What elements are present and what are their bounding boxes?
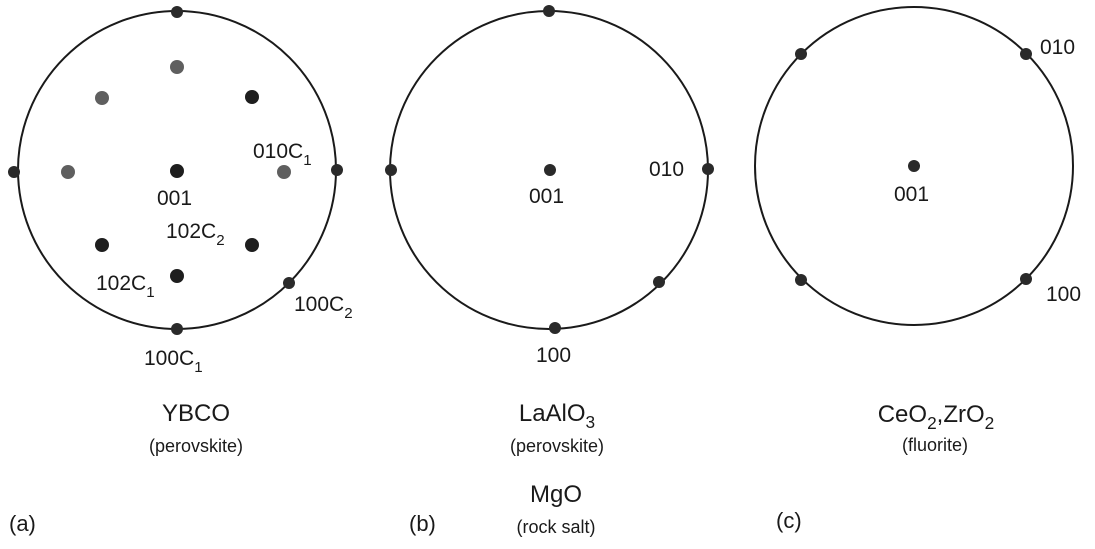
pole-dot-top-b: [543, 5, 555, 17]
dark-dot-upper-right-a: [245, 90, 259, 104]
pole-label-010c1-a: 010C1: [253, 140, 312, 169]
panel-b: 001 010 100 LaAlO3 (perovskite) MgO (roc…: [385, 5, 714, 537]
panel-label-a: (a): [9, 511, 36, 536]
pole-dot-left-b: [385, 164, 397, 176]
pole-dot-lower-right-b: [653, 276, 665, 288]
pole-dot-lower-left-c: [795, 274, 807, 286]
structure-label-a: (perovskite): [149, 436, 243, 456]
panel-label-c: (c): [776, 508, 802, 533]
dark-dot-center-a: [170, 164, 184, 178]
pole-dot-top-a: [171, 6, 183, 18]
pole-label-102c1-a: 102C1: [96, 272, 155, 301]
pole-dot-left-a: [8, 166, 20, 178]
pole-dot-010c1-a: [331, 164, 343, 176]
dark-dot-102c2-a: [245, 238, 259, 252]
pole-label-010-b: 010: [649, 158, 684, 181]
pole-label-001-a: 001: [157, 187, 192, 210]
panel-label-b: (b): [409, 511, 436, 536]
pole-dot-010-c: [1020, 48, 1032, 60]
pole-dot-010-b: [702, 163, 714, 175]
material-label-a: YBCO: [162, 400, 230, 427]
pole-label-102c2-a: 102C2: [166, 220, 225, 249]
pole-label-100-c: 100: [1046, 283, 1081, 306]
structure2-label-b: (rock salt): [516, 517, 595, 537]
pole-label-100c1-a: 100C1: [144, 347, 203, 376]
panel-c: 001 010 100 CeO2,ZrO2 (fluorite) (c): [754, 6, 1081, 533]
grey-dot-left-a: [61, 165, 75, 179]
pole-label-010-c: 010: [1040, 36, 1075, 59]
material-label-c: CeO2,ZrO2: [878, 401, 995, 433]
dark-dot-lower-left-a: [95, 238, 109, 252]
pole-dot-100c2-a: [283, 277, 295, 289]
pole-dot-001-b: [544, 164, 556, 176]
material-label-b: LaAlO3: [519, 400, 595, 432]
pole-label-100c2-a: 100C2: [294, 293, 353, 322]
structure-label-b: (perovskite): [510, 436, 604, 456]
pole-dot-upper-left-c: [795, 48, 807, 60]
structure-label-c: (fluorite): [902, 435, 968, 455]
material2-label-b: MgO: [530, 481, 582, 508]
pole-label-001-b: 001: [529, 185, 564, 208]
pole-dot-100c1-a: [171, 323, 183, 335]
panel-a: 001 010C1 102C2 102C1 100C2 100C1 YBCO (…: [8, 6, 353, 536]
pole-label-100-b: 100: [536, 344, 571, 367]
grey-dot-right-a: [277, 165, 291, 179]
pole-dot-100-b: [549, 322, 561, 334]
grey-dot-upper-left-a: [95, 91, 109, 105]
dark-dot-102c1-a: [170, 269, 184, 283]
pole-dot-001-c: [908, 160, 920, 172]
pole-label-001-c: 001: [894, 183, 929, 206]
pole-dot-100-c: [1020, 273, 1032, 285]
grey-dot-top-a: [170, 60, 184, 74]
stereogram-circle-c: [754, 6, 1074, 326]
